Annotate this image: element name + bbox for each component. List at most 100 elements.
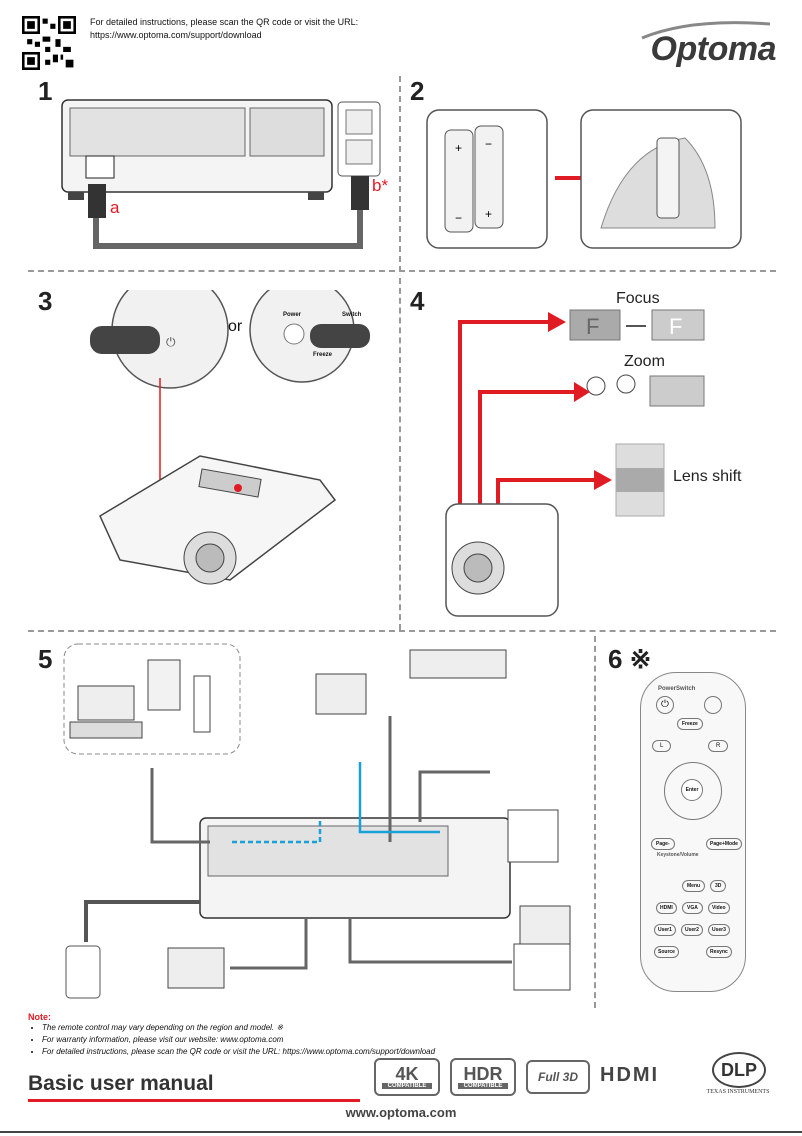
divider-row-2 bbox=[28, 630, 776, 632]
step-number-5: 5 bbox=[38, 644, 53, 674]
note-item: The remote control may vary depending on… bbox=[42, 1022, 588, 1034]
step-number-6: 6 ※ bbox=[608, 644, 652, 674]
switch-label: Switch bbox=[342, 312, 362, 318]
remote-dpad[interactable] bbox=[664, 762, 722, 820]
remote-menu-button[interactable]: Menu bbox=[682, 880, 706, 892]
dlp-logo: DLP TEXAS INSTRUMENTS bbox=[700, 1052, 776, 1098]
full3d-badge-text: Full 3D bbox=[537, 1070, 578, 1084]
hdr-badge-text: HDR bbox=[463, 1064, 503, 1084]
laptop-icon bbox=[77, 685, 135, 721]
dlp-logo-text: DLP bbox=[712, 1052, 766, 1088]
video-player-icon bbox=[409, 649, 507, 679]
step3-power-illustration: ⏻ bbox=[90, 290, 370, 585]
arrow-right-icon bbox=[574, 382, 590, 402]
step5-connections-illustration bbox=[63, 643, 571, 999]
step2-battery-illustration: + − − + bbox=[426, 109, 742, 249]
remote-r-button[interactable]: R bbox=[708, 740, 729, 752]
logo-swoosh-icon bbox=[641, 21, 771, 40]
lens-shift-label: Lens shift bbox=[673, 468, 742, 485]
cable-plug-a bbox=[88, 184, 106, 218]
remote-resync-button[interactable]: Resync bbox=[706, 946, 732, 958]
step-number-1: 1 bbox=[38, 76, 53, 106]
hdr-badge: HDR COMPATIBLE bbox=[450, 1058, 516, 1096]
remote-page-minus-button[interactable]: Page- bbox=[651, 838, 675, 850]
remote-power-switch-label: PowerSwitch bbox=[658, 686, 696, 692]
brand-name: Optoma bbox=[650, 30, 777, 68]
zoom-frame-icon bbox=[649, 375, 705, 407]
remote-3d-button[interactable]: 3D bbox=[710, 880, 727, 892]
svg-text:F: F bbox=[586, 314, 599, 339]
laptop-icon bbox=[167, 947, 225, 989]
svg-text:+: + bbox=[455, 141, 462, 155]
title-underline bbox=[28, 1099, 360, 1102]
full3d-badge: Full 3D bbox=[526, 1060, 590, 1094]
bluray-player-icon bbox=[69, 721, 143, 739]
zoom-out-icon bbox=[586, 376, 606, 396]
finger-icon bbox=[90, 326, 160, 354]
note-item: For warranty information, please visit o… bbox=[42, 1034, 588, 1046]
remote-hdmi-button[interactable]: HDMI bbox=[656, 902, 677, 914]
header-url: https://www.optoma.com/support/download bbox=[90, 30, 262, 40]
footer-rule bbox=[0, 1131, 802, 1133]
battery-icon bbox=[474, 125, 504, 229]
remote-user1-button[interactable]: User1 bbox=[654, 924, 676, 936]
console-icon bbox=[193, 675, 211, 733]
step-number-3: 3 bbox=[38, 286, 53, 316]
remote-freeze-button[interactable]: Freeze bbox=[677, 718, 703, 730]
finger-icon bbox=[310, 324, 370, 348]
4k-badge-sub: COMPATIBLE bbox=[381, 1083, 433, 1089]
hdr-badge-sub: COMPATIBLE bbox=[457, 1083, 509, 1089]
divider-row-1 bbox=[28, 270, 776, 272]
hdmi-logo: HDMI bbox=[600, 1064, 660, 1086]
divider-vertical-bottom bbox=[594, 636, 596, 1008]
header-instructions: For detailed instructions, please scan t… bbox=[90, 16, 358, 42]
projector-top-view bbox=[99, 455, 337, 581]
manual-title: Basic user manual bbox=[28, 1072, 214, 1095]
step4-adjust-illustration: F F bbox=[445, 309, 705, 617]
remote-switch-button[interactable] bbox=[704, 696, 722, 714]
remote-vga-button[interactable]: VGA bbox=[682, 902, 703, 914]
svg-text:+: + bbox=[485, 207, 492, 221]
power-cable bbox=[84, 900, 200, 942]
wall-outlet-icon bbox=[65, 945, 101, 999]
remote-power-button[interactable]: ⏻ bbox=[656, 696, 674, 714]
or-text: or bbox=[228, 318, 243, 335]
console-icon bbox=[147, 659, 181, 711]
dlp-logo-sub: TEXAS INSTRUMENTS bbox=[706, 1089, 770, 1095]
4k-badge: 4K COMPATIBLE bbox=[374, 1058, 440, 1096]
screen-icon bbox=[507, 809, 559, 863]
remote-back-icon bbox=[656, 137, 680, 219]
svg-text:⏻: ⏻ bbox=[166, 335, 176, 349]
label-b: b* bbox=[372, 176, 389, 195]
note-list: The remote control may vary depending on… bbox=[28, 1022, 588, 1058]
remote-enter-button[interactable]: Enter bbox=[681, 779, 703, 801]
note-title: Note: bbox=[28, 1012, 51, 1022]
laptop-icon bbox=[315, 673, 367, 715]
note-section: Note: The remote control may vary depend… bbox=[28, 1012, 588, 1058]
divider-vertical-top bbox=[399, 76, 401, 272]
audio-cable-blue bbox=[358, 762, 440, 834]
ac-inlet-icon bbox=[85, 155, 115, 179]
focus-blurred-icon bbox=[569, 309, 621, 341]
svg-text:−: − bbox=[455, 211, 462, 225]
remote-user2-button[interactable]: User2 bbox=[681, 924, 703, 936]
zoom-in-icon bbox=[616, 374, 636, 394]
top-keypad bbox=[198, 468, 262, 498]
remote-keystone-volume-label: Keystone/Volume bbox=[657, 852, 699, 858]
remote-video-button[interactable]: Video bbox=[708, 902, 730, 914]
freeze-label: Freeze bbox=[313, 352, 333, 358]
label-a: a bbox=[110, 198, 120, 217]
remote-page-plus-mode-button[interactable]: Page+Mode bbox=[706, 838, 742, 850]
note-item: For detailed instructions, please scan t… bbox=[42, 1046, 588, 1058]
arrow-right-icon bbox=[548, 312, 566, 332]
divider-vertical-mid bbox=[399, 278, 401, 630]
remote-control bbox=[640, 672, 746, 992]
arrow-right-icon bbox=[594, 470, 612, 490]
footer-url: www.optoma.com bbox=[345, 1105, 457, 1120]
header-line-1: For detailed instructions, please scan t… bbox=[90, 17, 359, 27]
remote-user3-button[interactable]: User3 bbox=[708, 924, 730, 936]
remote-source-button[interactable]: Source bbox=[654, 946, 679, 958]
remote-l-button[interactable]: L bbox=[652, 740, 672, 752]
cable-plug-b bbox=[351, 176, 369, 210]
4k-badge-text: 4K bbox=[395, 1064, 419, 1084]
